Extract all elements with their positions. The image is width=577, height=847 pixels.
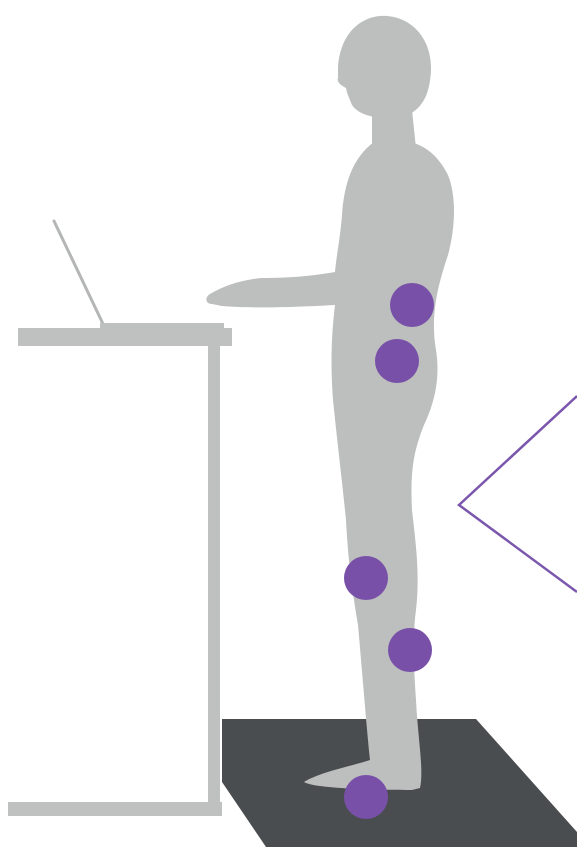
standing-person: [206, 16, 454, 790]
person-body: [206, 142, 454, 790]
desk-foot: [8, 802, 222, 816]
desk-top: [18, 328, 232, 346]
marker-knee: [344, 556, 388, 600]
laptop: [54, 221, 224, 329]
standing-desk: [8, 328, 232, 816]
laptop-base: [100, 323, 224, 329]
person-head: [338, 16, 431, 117]
laptop-screen: [54, 221, 104, 326]
marker-lower-back: [390, 283, 434, 327]
desk-leg: [208, 346, 220, 816]
marker-hip: [375, 339, 419, 383]
marker-calf: [388, 628, 432, 672]
callout-pointer: [459, 396, 577, 592]
marker-heel: [344, 775, 388, 819]
